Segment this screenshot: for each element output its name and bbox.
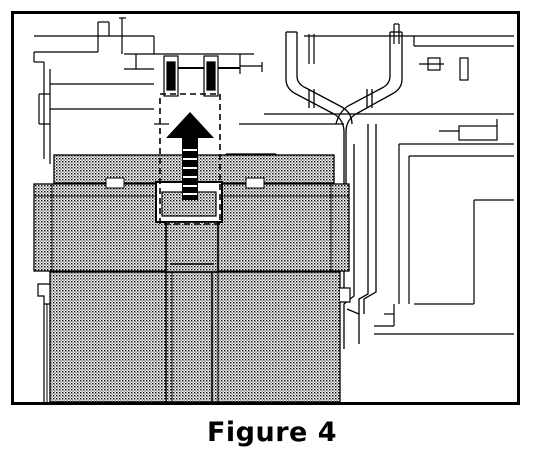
mounting-clips bbox=[163, 55, 240, 97]
figure-caption: Figure 4 bbox=[206, 417, 338, 448]
removal-direction-arrow bbox=[166, 112, 214, 200]
center-filter-cartridge bbox=[155, 93, 223, 273]
figure-frame bbox=[11, 11, 520, 405]
background-frame-lines bbox=[33, 17, 514, 335]
technical-diagram bbox=[33, 17, 514, 402]
